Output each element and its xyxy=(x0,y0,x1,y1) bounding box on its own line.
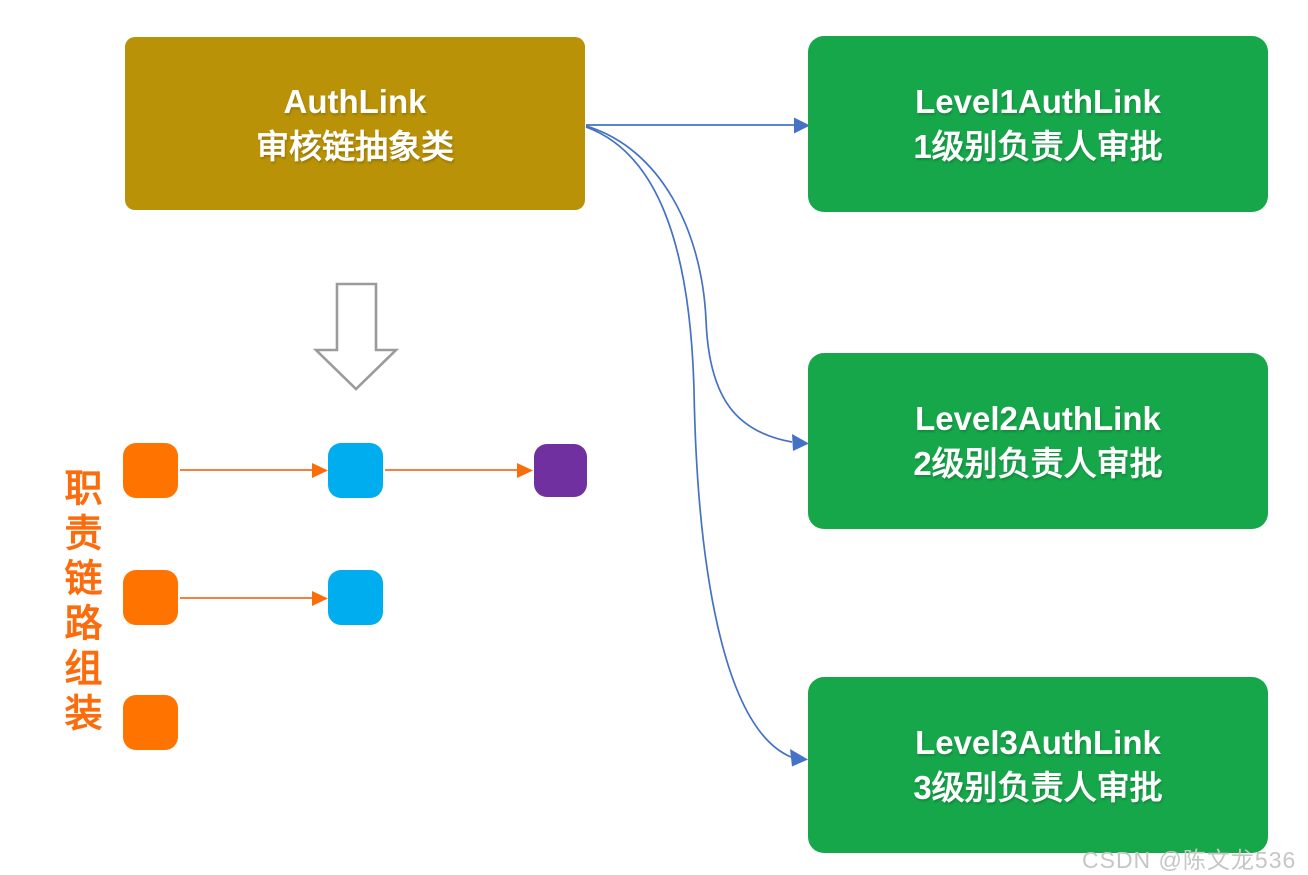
chain-square-row2-orange xyxy=(123,570,178,625)
connector-line-level3 xyxy=(585,126,792,758)
level1-authlink-node: Level1AuthLink 1级别负责人审批 xyxy=(808,36,1268,212)
arrowhead-icon-level3 xyxy=(790,749,808,767)
level1-title: Level1AuthLink xyxy=(915,83,1161,120)
chain-arrowhead-icon-row2 xyxy=(312,591,328,606)
chain-arrowhead-icon-row1-a xyxy=(312,463,328,478)
authlink-abstract-title: AuthLink xyxy=(283,82,427,120)
chain-square-row1-orange xyxy=(123,443,178,498)
chain-square-row1-purple xyxy=(534,444,587,497)
chain-square-row2-blue xyxy=(328,570,383,625)
authlink-abstract-subtitle: 审核链抽象类 xyxy=(256,127,454,165)
level1-subtitle: 1级别负责人审批 xyxy=(913,128,1163,165)
arrowhead-icon-level1 xyxy=(794,117,810,134)
level2-authlink-node: Level2AuthLink 2级别负责人审批 xyxy=(808,353,1268,529)
authlink-abstract-node: AuthLink 审核链抽象类 xyxy=(125,37,585,210)
chain-arrowhead-icon-row1-b xyxy=(517,463,533,478)
chain-square-row1-blue xyxy=(328,443,383,498)
level3-subtitle: 3级别负责人审批 xyxy=(913,769,1163,806)
arrowhead-icon-level2 xyxy=(792,434,809,451)
connector-line-level2 xyxy=(585,125,793,443)
down-arrow-icon xyxy=(312,282,400,391)
chain-assembly-label: 职责链路组装 xyxy=(58,468,100,738)
watermark-text: CSDN @陈文龙536 xyxy=(1082,847,1297,873)
level2-subtitle: 2级别负责人审批 xyxy=(913,445,1163,482)
level3-title: Level3AuthLink xyxy=(915,724,1161,761)
level3-authlink-node: Level3AuthLink 3级别负责人审批 xyxy=(808,677,1268,853)
chain-square-row3-orange xyxy=(123,695,178,750)
level2-title: Level2AuthLink xyxy=(915,400,1161,437)
